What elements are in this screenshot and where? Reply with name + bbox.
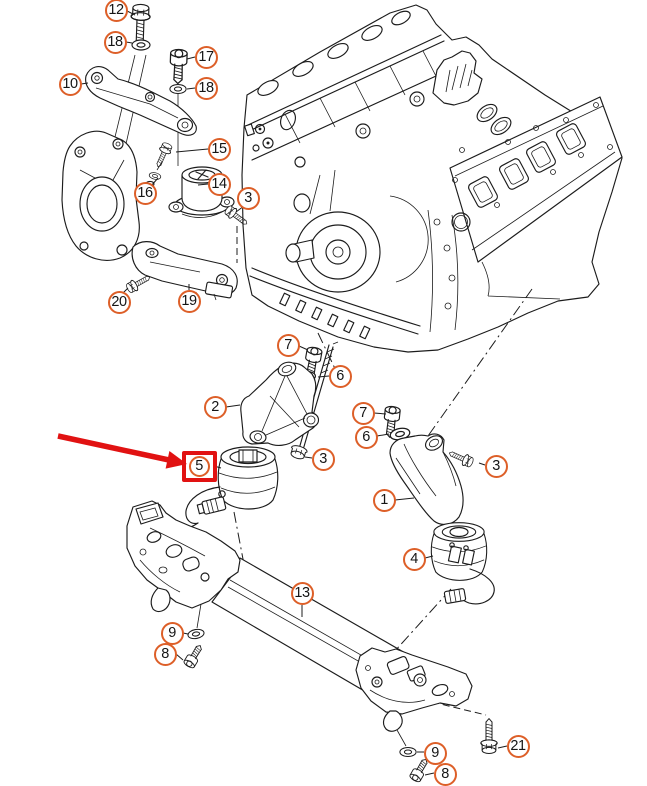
part-number: 16 [137,184,153,201]
callout-10: 10 [58,72,82,96]
part-number: 21 [510,737,526,754]
part-number: 10 [62,75,78,92]
callout-18: 18 [194,76,218,100]
part-number: 17 [198,48,214,65]
callout-6: 6 [328,364,352,388]
center-mount-assembly [182,341,339,529]
part-number: 12 [108,1,124,18]
part-number: 6 [362,428,370,445]
part-number: 19 [181,292,197,309]
callout-13: 13 [290,581,314,605]
callout-21: 21 [506,734,530,758]
callout-8: 8 [153,642,177,666]
part-number: 4 [410,550,418,567]
subframe [126,500,498,784]
highlight-arrow [57,433,187,469]
part-number: 18 [198,79,214,96]
callout-20: 20 [107,290,131,314]
part-number: 9 [168,624,176,641]
engine-assembly [241,4,623,353]
callout-18: 18 [103,30,127,54]
callout-1: 1 [372,488,396,512]
callout-7: 7 [276,333,300,357]
part-number: 5 [195,457,203,474]
callout-17: 17 [194,45,218,69]
part-number: 13 [294,584,310,601]
callout-12: 12 [104,0,128,22]
part-number: 1 [380,491,388,508]
part-number: 8 [161,645,169,662]
callout-19: 19 [177,289,201,313]
part-number: 9 [431,744,439,761]
callout-9: 9 [423,741,447,765]
part-number: 15 [211,140,227,157]
callout-16: 16 [133,181,157,205]
part-number: 2 [211,398,219,415]
callout-15: 15 [207,137,231,161]
callout-14: 14 [207,172,231,196]
part-number: 7 [284,336,292,353]
part-number: 6 [336,367,344,384]
callout-2: 2 [203,395,227,419]
callout-7: 7 [351,401,375,425]
part-number: 18 [107,33,123,50]
upper-mount-assembly [61,3,251,302]
part-number: 3 [319,450,327,467]
callout-8: 8 [433,762,457,786]
part-number: 7 [359,404,367,421]
callout-5: 5 [181,450,217,482]
callout-4: 4 [402,547,426,571]
right-mount-assembly [381,405,495,605]
part-number: 20 [111,293,127,310]
callout-9: 9 [160,621,184,645]
part-number: 3 [244,189,252,206]
part-number: 3 [492,457,500,474]
callout-6: 6 [354,425,378,449]
callout-3: 3 [311,447,335,471]
callout-3: 3 [236,186,260,210]
part-number: 14 [211,175,227,192]
callout-3: 3 [484,454,508,478]
part-number: 8 [441,765,449,782]
